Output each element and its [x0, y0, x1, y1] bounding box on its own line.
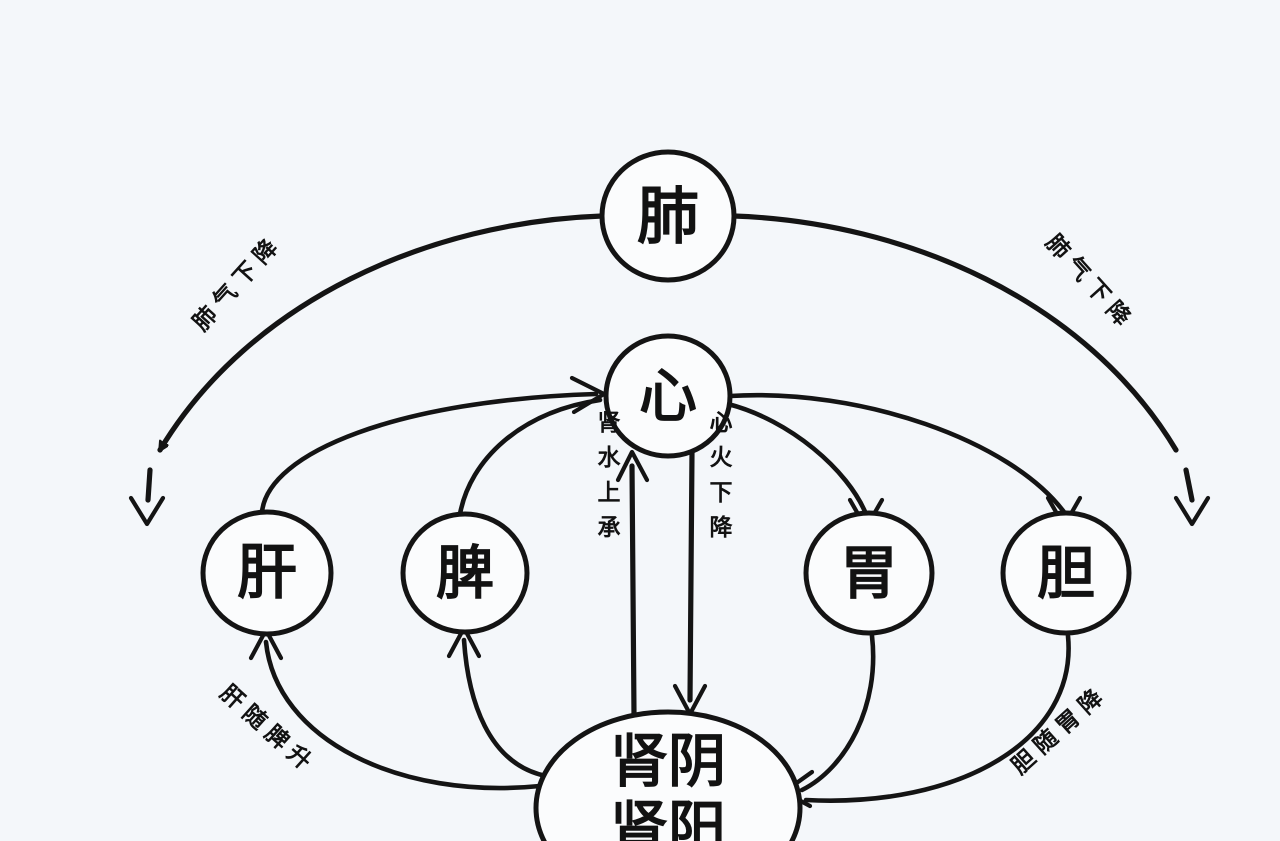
node-liver-label: 肝 [237, 538, 297, 608]
node-gallbladder[interactable]: 胆 [1000, 510, 1132, 636]
node-kidney[interactable]: 肾阴 肾阳 [533, 709, 803, 841]
edge-gallbladder-to-kidney [803, 633, 1071, 803]
edge-heart-fire-descends [672, 449, 708, 717]
node-heart-label: 心 [639, 362, 697, 430]
node-kidney-label-yin: 肾阴 [610, 727, 726, 795]
edge-heart-to-gallbladder [727, 392, 1083, 529]
edge-spleen-to-heart [457, 397, 603, 517]
edge-label-kidney-water-ascends: 肾水上承 [593, 410, 621, 550]
node-lung-label: 肺 [637, 180, 699, 253]
node-liver[interactable]: 肝 [200, 509, 334, 637]
edge-liver-to-heart [259, 375, 607, 515]
node-lung[interactable]: 肺 [599, 149, 737, 283]
edge-kidney-water-ascends [615, 449, 650, 717]
edge-label-heart-fire-descends: 心火下降 [705, 410, 733, 550]
node-spleen-label: 脾 [436, 539, 494, 607]
node-gallbladder-label: 胆 [1037, 539, 1095, 607]
edge-lung-to-gallbladder-arc [731, 213, 1211, 527]
edge-label-lung-qi-descends-left: 肺气下降 [187, 229, 287, 336]
node-heart[interactable]: 心 [603, 333, 733, 459]
edge-kidney-to-spleen [446, 625, 549, 779]
edge-label-liver-ascends-with-spleen: 肝随脾升 [215, 679, 322, 779]
node-kidney-label-yang: 肾阳 [610, 794, 726, 841]
node-stomach[interactable]: 胃 [803, 510, 935, 636]
node-spleen[interactable]: 脾 [400, 511, 530, 635]
edge-lung-to-liver-arc [128, 213, 605, 527]
node-stomach-label: 胃 [840, 539, 898, 607]
edge-stomach-to-kidney [781, 633, 876, 809]
edge-heart-to-stomach [725, 401, 885, 531]
